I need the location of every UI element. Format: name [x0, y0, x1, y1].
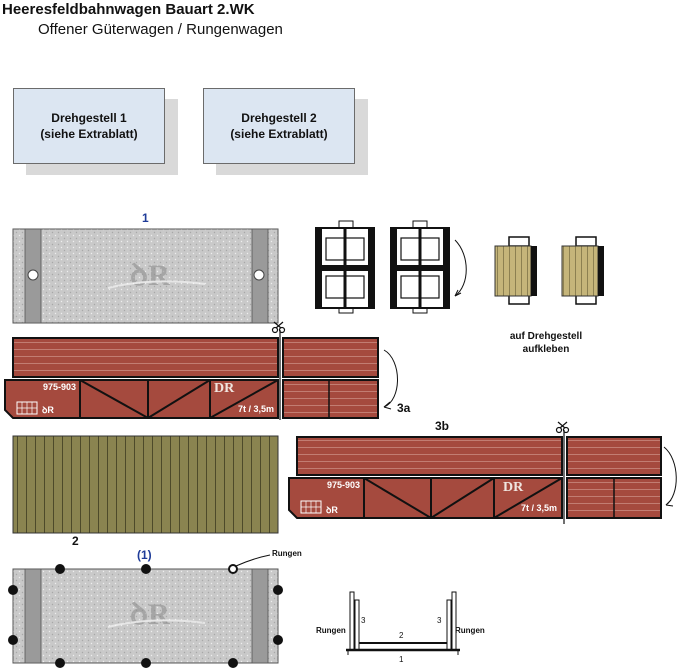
drehgestell-2-box: Drehgestell 2 (siehe Extrablatt) — [203, 88, 355, 164]
owner-mark: ꝺR — [326, 505, 338, 515]
railway-mark: DR — [214, 381, 235, 396]
bogie-top-1 — [315, 220, 375, 314]
rungen-left-label: Rungen — [316, 626, 346, 635]
floor-part-1: ꝺR — [12, 228, 279, 324]
owner-mark: ꝺR — [42, 405, 54, 415]
svg-text:ꝺR: ꝺR — [130, 259, 170, 292]
page-subtitle: Offener Güterwagen / Rungenwagen — [38, 21, 283, 38]
bogie-instruction: auf Drehgestell aufkleben — [509, 331, 583, 355]
rungen-right-label: Rungen — [455, 626, 485, 635]
diagram-label-1: 1 — [399, 655, 404, 664]
part-label-3a: 3a — [397, 401, 411, 415]
bogie-pad-1 — [494, 236, 537, 305]
stake-holes — [8, 564, 283, 668]
load-label: 7t / 3,5m — [521, 503, 558, 513]
part-label-2: 2 — [72, 534, 79, 548]
part-label-1-copy: (1) — [137, 548, 152, 562]
bogie-pad-2 — [561, 236, 604, 305]
svg-text:ꝺR: ꝺR — [130, 598, 170, 631]
railway-mark: DR — [503, 480, 524, 495]
diagram-label-3-left: 3 — [361, 616, 366, 625]
cross-section-diagram — [346, 591, 460, 655]
scissors-icon — [555, 421, 570, 434]
part-label-3b: 3b — [435, 419, 450, 433]
side-wall-3a — [4, 330, 398, 420]
drehgestell-1-box: Drehgestell 1 (siehe Extrablatt) — [13, 88, 165, 164]
floor-part-1-copy: ꝺR — [8, 554, 283, 668]
diagram-label-2: 2 — [399, 631, 404, 640]
load-label: 7t / 3,5m — [238, 404, 275, 414]
wagon-number: 975-903 — [43, 382, 77, 392]
bogie-top-2 — [390, 220, 467, 314]
diagram-label-3-right: 3 — [437, 616, 442, 625]
floor-part-2 — [12, 435, 279, 534]
logo-watermark: ꝺR — [107, 598, 206, 631]
side-wall-3b — [288, 430, 677, 524]
logo-watermark: ꝺR — [107, 259, 206, 292]
scissors-icon — [271, 321, 286, 334]
page-title: Heeresfeldbahnwagen Bauart 2.WK — [2, 1, 255, 18]
rungen-label: Rungen — [272, 549, 302, 558]
wagon-number: 975-903 — [327, 480, 361, 490]
part-label-1: 1 — [142, 211, 149, 225]
